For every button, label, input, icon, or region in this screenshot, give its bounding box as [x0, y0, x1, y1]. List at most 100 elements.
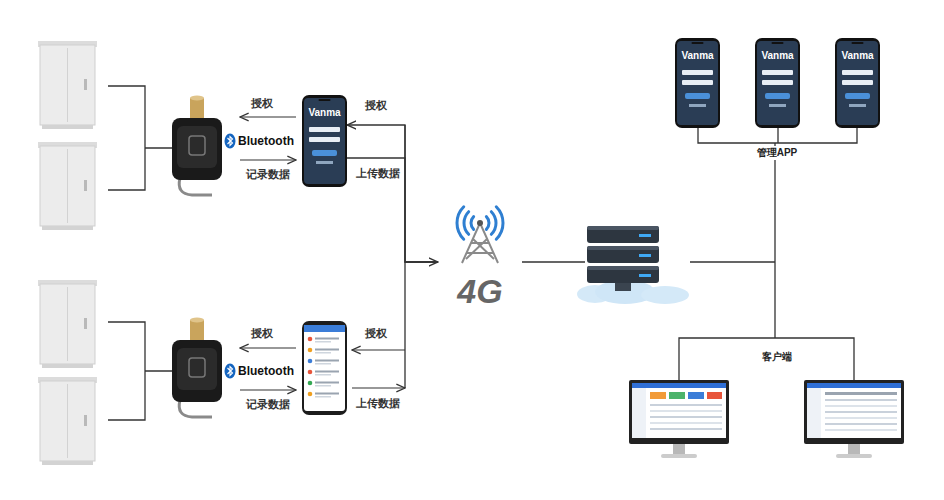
monitor-icon — [669, 392, 685, 399]
app-logo-text: Vanma — [681, 50, 713, 61]
phone-illustration — [315, 396, 331, 398]
monitor-icon — [804, 380, 904, 444]
phone-illustration — [315, 349, 339, 351]
arrow-label: 上传数据 — [356, 167, 400, 180]
bluetooth-icon — [225, 134, 236, 149]
smart-lock — [177, 126, 217, 168]
bluetooth-icon — [225, 134, 236, 149]
phone-illustration — [308, 381, 313, 386]
monitor-icon — [650, 416, 722, 418]
monitor-icon — [632, 388, 646, 438]
arrow-label: 记录数据 — [246, 168, 290, 181]
monitor-icon — [807, 383, 901, 438]
monitor-icon — [825, 423, 897, 425]
server-icon — [639, 234, 651, 237]
monitor-icon — [825, 429, 897, 431]
data-arrow — [240, 159, 296, 160]
monitor-icon — [807, 388, 821, 438]
arrow-label: 授权 — [251, 327, 273, 340]
cabinet — [84, 318, 87, 329]
monitor-icon — [825, 411, 897, 413]
smart-lock — [190, 98, 204, 118]
bluetooth-icon — [225, 364, 236, 379]
bluetooth-icon — [225, 364, 236, 379]
arrow-label: 记录数据 — [246, 398, 290, 411]
connector-arrow — [347, 125, 438, 262]
arrow-label: 上传数据 — [356, 397, 400, 410]
bracket-wire — [108, 322, 172, 420]
server-icon — [641, 286, 689, 304]
phone-illustration — [308, 392, 313, 397]
app-logo-text: Vanma — [841, 50, 873, 61]
group-label: 客户端 — [759, 350, 795, 364]
data-arrow — [352, 349, 405, 350]
app-logo-text: Vanma — [761, 50, 793, 61]
phone-illustration — [315, 360, 339, 362]
smart-lock — [172, 96, 222, 196]
phone-node: Vanma — [755, 38, 800, 128]
phone-illustration — [315, 382, 339, 384]
monitor-icon — [688, 392, 704, 399]
phone-illustration — [315, 341, 331, 343]
monitor-icon — [650, 392, 666, 399]
monitor-icon — [632, 383, 726, 388]
smart-lock — [172, 340, 222, 402]
smart-lock — [189, 136, 205, 155]
server-icon — [615, 283, 631, 291]
tower-node: 4G — [438, 195, 522, 312]
data-arrow — [352, 387, 405, 388]
server-icon — [639, 274, 651, 277]
monitor-icon — [629, 380, 729, 444]
cabinet — [42, 364, 93, 368]
arrow-label: 授权 — [365, 327, 387, 340]
monitor-icon — [836, 454, 872, 458]
arrow-label: 授权 — [251, 97, 273, 110]
phone-illustration — [315, 393, 339, 395]
monitor-icon — [629, 380, 729, 458]
monitor-icon — [825, 405, 897, 407]
network-label: 4G — [457, 274, 502, 308]
server-icon — [587, 246, 659, 250]
arrow-label: 授权 — [365, 99, 387, 112]
smart-lock — [172, 118, 222, 180]
phone-illustration — [308, 337, 313, 342]
monitor-icon — [848, 444, 860, 454]
phone-illustration — [304, 325, 345, 332]
cabinet — [40, 284, 95, 364]
monitor-icon — [650, 410, 722, 412]
data-arrow — [240, 116, 296, 117]
app-logo-text: Vanma — [308, 107, 340, 118]
group-label: 管理APP — [754, 146, 801, 160]
cabinet — [67, 287, 68, 361]
cabinet — [38, 41, 97, 129]
bluetooth-icon — [228, 137, 233, 146]
monitor-icon — [825, 392, 897, 395]
monitor-icon — [673, 444, 685, 454]
monitor-icon — [807, 383, 901, 388]
data-arrow — [240, 347, 296, 348]
cabinet — [42, 125, 93, 129]
cabinet — [67, 384, 68, 458]
cabinet — [40, 45, 95, 125]
phone-illustration — [308, 359, 313, 364]
monitor-icon — [650, 428, 722, 430]
phone-illustration — [315, 363, 331, 365]
server-icon — [639, 254, 651, 257]
cabinet — [42, 226, 93, 230]
cabinet — [42, 461, 93, 465]
phone-illustration — [315, 385, 331, 387]
cabinet — [84, 79, 87, 90]
phone-node: Vanma — [835, 38, 880, 128]
monitor-icon — [825, 399, 897, 401]
cabinet — [84, 180, 87, 191]
cabinet — [40, 381, 95, 461]
monitor-icon — [825, 417, 897, 419]
phone-node: Vanma — [302, 95, 347, 187]
phone-illustration — [315, 374, 331, 376]
smart-lock — [179, 178, 212, 195]
server-icon — [587, 266, 659, 270]
phone-illustration — [315, 352, 331, 354]
network-wire — [405, 125, 857, 388]
